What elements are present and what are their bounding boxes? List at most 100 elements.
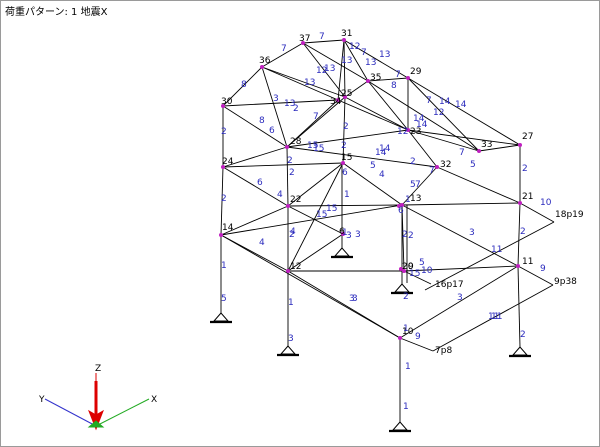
pin-support[interactable]	[393, 283, 411, 293]
frame-member[interactable]	[302, 42, 369, 82]
node-point[interactable]	[221, 165, 225, 169]
frame-member[interactable]	[222, 146, 288, 168]
frame-member[interactable]	[344, 80, 369, 98]
frame-member[interactable]	[220, 234, 401, 339]
frame-member[interactable]	[286, 129, 409, 148]
frame-member[interactable]	[222, 66, 263, 107]
frame-member[interactable]	[261, 42, 304, 68]
pin-support[interactable]	[279, 345, 297, 355]
node-point[interactable]	[406, 128, 410, 132]
frame-member[interactable]	[220, 204, 403, 236]
node-point[interactable]	[397, 204, 401, 208]
node-label: 34	[330, 97, 342, 107]
frame-member[interactable]	[337, 99, 409, 131]
node-point[interactable]	[402, 269, 406, 273]
frame-member[interactable]	[424, 221, 555, 291]
frame-member[interactable]	[287, 162, 344, 272]
node-label: 27	[522, 132, 533, 142]
frame-member[interactable]	[222, 166, 289, 207]
frame-member[interactable]	[401, 166, 438, 206]
frame-member[interactable]	[432, 284, 554, 352]
node-point[interactable]	[221, 104, 225, 108]
node-point[interactable]	[398, 336, 402, 340]
frame-member[interactable]	[399, 265, 519, 339]
frame-member[interactable]	[287, 204, 403, 207]
node-label: 23	[410, 127, 421, 137]
frame-member[interactable]	[403, 265, 519, 272]
frame-member[interactable]	[367, 77, 409, 82]
node-point[interactable]	[301, 41, 305, 45]
node-point[interactable]	[342, 38, 346, 42]
frame-member[interactable]	[407, 77, 521, 146]
support-member-label: 1	[403, 402, 409, 412]
node-label: 11	[522, 257, 533, 267]
node-point[interactable]	[518, 143, 522, 147]
frame-member[interactable]	[222, 105, 288, 148]
frame-member[interactable]	[407, 129, 480, 152]
frame-member[interactable]	[287, 162, 344, 207]
frame-member[interactable]	[401, 204, 519, 267]
frame-member[interactable]	[367, 80, 409, 131]
frame-member[interactable]	[517, 202, 521, 267]
frame-member[interactable]	[403, 270, 432, 285]
node-point[interactable]	[336, 98, 340, 102]
frame-member[interactable]	[286, 146, 289, 207]
frame-member[interactable]	[261, 66, 346, 98]
member-label: 13	[379, 50, 390, 60]
frame-member[interactable]	[220, 166, 224, 236]
frame-member[interactable]	[517, 265, 554, 286]
node-label: 10	[402, 327, 414, 337]
frame-member[interactable]	[343, 39, 369, 82]
frame-member[interactable]	[436, 166, 521, 204]
node-point[interactable]	[399, 267, 403, 271]
frame-member[interactable]	[343, 39, 409, 79]
frame-member[interactable]	[222, 99, 339, 107]
frame-member[interactable]	[519, 202, 555, 223]
frame-member[interactable]	[344, 96, 409, 131]
pin-support[interactable]	[333, 247, 351, 257]
frame-member[interactable]	[367, 80, 480, 152]
frame-member[interactable]	[261, 66, 339, 101]
frame-member[interactable]	[287, 233, 344, 272]
node-point[interactable]	[219, 233, 223, 237]
node-point[interactable]	[285, 145, 289, 149]
frame-member[interactable]	[342, 162, 403, 206]
frame-member[interactable]	[222, 162, 344, 168]
frame-member[interactable]	[286, 146, 438, 168]
node-point[interactable]	[341, 232, 345, 236]
node-point[interactable]	[516, 264, 520, 268]
pin-support[interactable]	[212, 312, 230, 322]
node-point[interactable]	[260, 65, 264, 69]
pin-support[interactable]	[391, 421, 409, 431]
node-point[interactable]	[518, 201, 522, 205]
member-label: 13	[365, 58, 376, 68]
frame-member[interactable]	[407, 129, 521, 146]
node-point[interactable]	[341, 161, 345, 165]
node-point[interactable]	[406, 76, 410, 80]
frame-member[interactable]	[302, 42, 346, 98]
node-point[interactable]	[343, 95, 347, 99]
node-point[interactable]	[477, 149, 481, 153]
frame-member[interactable]	[407, 129, 438, 168]
frame-member[interactable]	[220, 205, 289, 236]
frame-member[interactable]	[287, 205, 344, 235]
frame-member[interactable]	[261, 66, 288, 148]
node-point[interactable]	[435, 165, 439, 169]
frame-member[interactable]	[286, 96, 346, 148]
frame-member[interactable]	[343, 39, 346, 98]
node-label: 13	[410, 194, 421, 204]
node-point[interactable]	[286, 204, 290, 208]
frame-member[interactable]	[302, 39, 345, 44]
frame-member[interactable]	[478, 144, 521, 152]
frame-member[interactable]	[399, 337, 434, 352]
pin-support[interactable]	[511, 346, 529, 356]
frame-member[interactable]	[342, 96, 346, 164]
frame-member[interactable]	[407, 77, 480, 152]
node-point[interactable]	[286, 269, 290, 273]
frame-member[interactable]	[401, 202, 521, 206]
member-label: 2	[520, 227, 526, 237]
column-member[interactable]	[517, 265, 521, 348]
node-point[interactable]	[366, 79, 370, 83]
